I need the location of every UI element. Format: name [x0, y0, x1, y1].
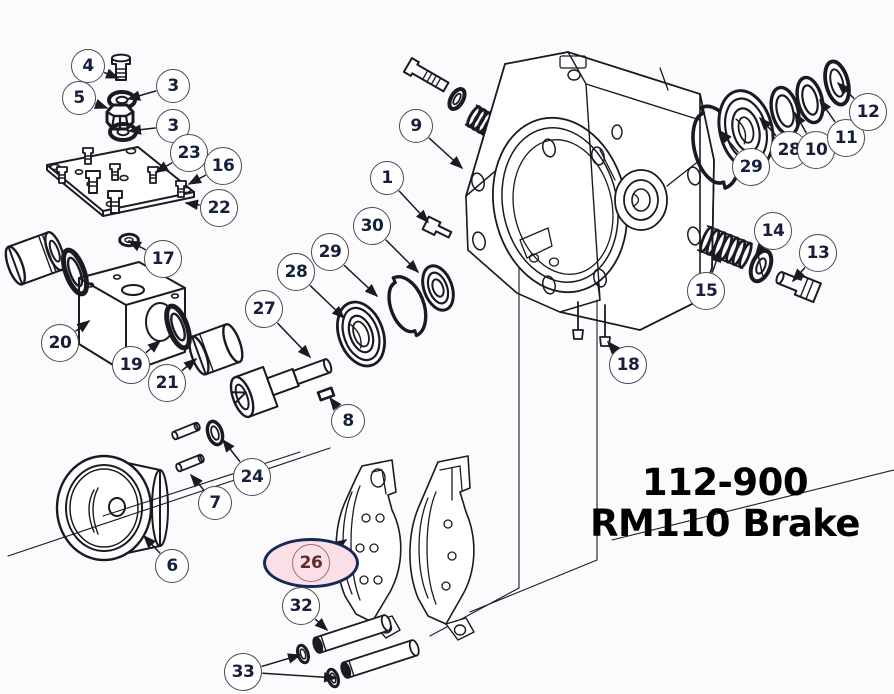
leader-line-20: [75, 320, 91, 333]
leader-line-4: [103, 68, 120, 79]
leader-line-10: [794, 111, 807, 134]
callout-33[interactable]: 33: [224, 653, 262, 691]
leader-line-17: [127, 240, 147, 252]
leader-line-18: [607, 340, 620, 355]
leader-line-30: [385, 239, 420, 274]
leader-line-22: [184, 199, 200, 210]
leader-line-23: [154, 161, 173, 173]
callout-4[interactable]: 4: [71, 49, 105, 83]
callout-29b[interactable]: 29: [732, 148, 770, 186]
callout-22[interactable]: 22: [200, 189, 238, 227]
callout-13[interactable]: 13: [799, 234, 837, 272]
leader-line-9: [428, 137, 464, 170]
leader-line-14: [755, 241, 768, 256]
callout-28a[interactable]: 28: [277, 253, 315, 291]
leader-line-13: [792, 267, 806, 283]
callout-12[interactable]: 12: [849, 93, 887, 131]
title-part-number: 112-900: [641, 461, 809, 504]
callout-24[interactable]: 24: [233, 458, 271, 496]
leader-line-21: [181, 358, 198, 371]
leader-line-12: [836, 81, 855, 99]
callout-6[interactable]: 6: [155, 549, 189, 583]
leader-line-32: [314, 618, 329, 632]
title-part-name: RM110 Brake: [589, 502, 861, 546]
leader-line-11: [819, 98, 836, 123]
callout-20[interactable]: 20: [41, 324, 79, 362]
callout-18[interactable]: 18: [609, 346, 647, 384]
callout-32[interactable]: 32: [282, 587, 320, 625]
leader-line-7: [190, 473, 205, 491]
leader-line-6: [142, 534, 161, 554]
leader-line-33-b: [262, 671, 338, 683]
callout-1[interactable]: 1: [370, 161, 404, 195]
callout-3a[interactable]: 3: [156, 69, 190, 103]
leader-line-19: [145, 340, 162, 353]
callout-15[interactable]: 15: [687, 272, 725, 310]
leader-line-1: [398, 190, 430, 224]
callout-8[interactable]: 8: [331, 404, 365, 438]
callout-16[interactable]: 16: [204, 147, 242, 185]
callout-23[interactable]: 23: [170, 134, 208, 172]
callout-21[interactable]: 21: [148, 364, 186, 402]
callout-30[interactable]: 30: [353, 207, 391, 245]
leader-line-16: [187, 173, 207, 185]
callout-5[interactable]: 5: [62, 81, 96, 115]
leader-line-27: [277, 322, 312, 359]
leader-line-3b: [127, 124, 156, 135]
callout-9[interactable]: 9: [399, 109, 433, 143]
callout-26[interactable]: 26: [292, 544, 330, 582]
leader-line-28b: [758, 116, 777, 136]
callout-10[interactable]: 10: [797, 131, 835, 169]
callout-7[interactable]: 7: [198, 486, 232, 520]
callout-19[interactable]: 19: [112, 346, 150, 384]
leader-line-33: [261, 653, 302, 668]
diagram-title: 112-900 RM110 Brake: [565, 462, 885, 545]
leader-line-29b: [719, 129, 739, 153]
leader-line-5: [93, 99, 109, 109]
callout-29a[interactable]: 29: [311, 233, 349, 271]
leader-line-28a: [309, 285, 346, 320]
leader-line-3a: [126, 90, 157, 101]
callout-14[interactable]: 14: [754, 212, 792, 250]
leader-line-8: [329, 396, 342, 411]
callout-27[interactable]: 27: [245, 290, 283, 328]
leader-line-15: [711, 248, 722, 273]
callout-17[interactable]: 17: [144, 240, 182, 278]
leader-line-24: [222, 438, 241, 463]
leader-line-29a: [343, 264, 379, 298]
